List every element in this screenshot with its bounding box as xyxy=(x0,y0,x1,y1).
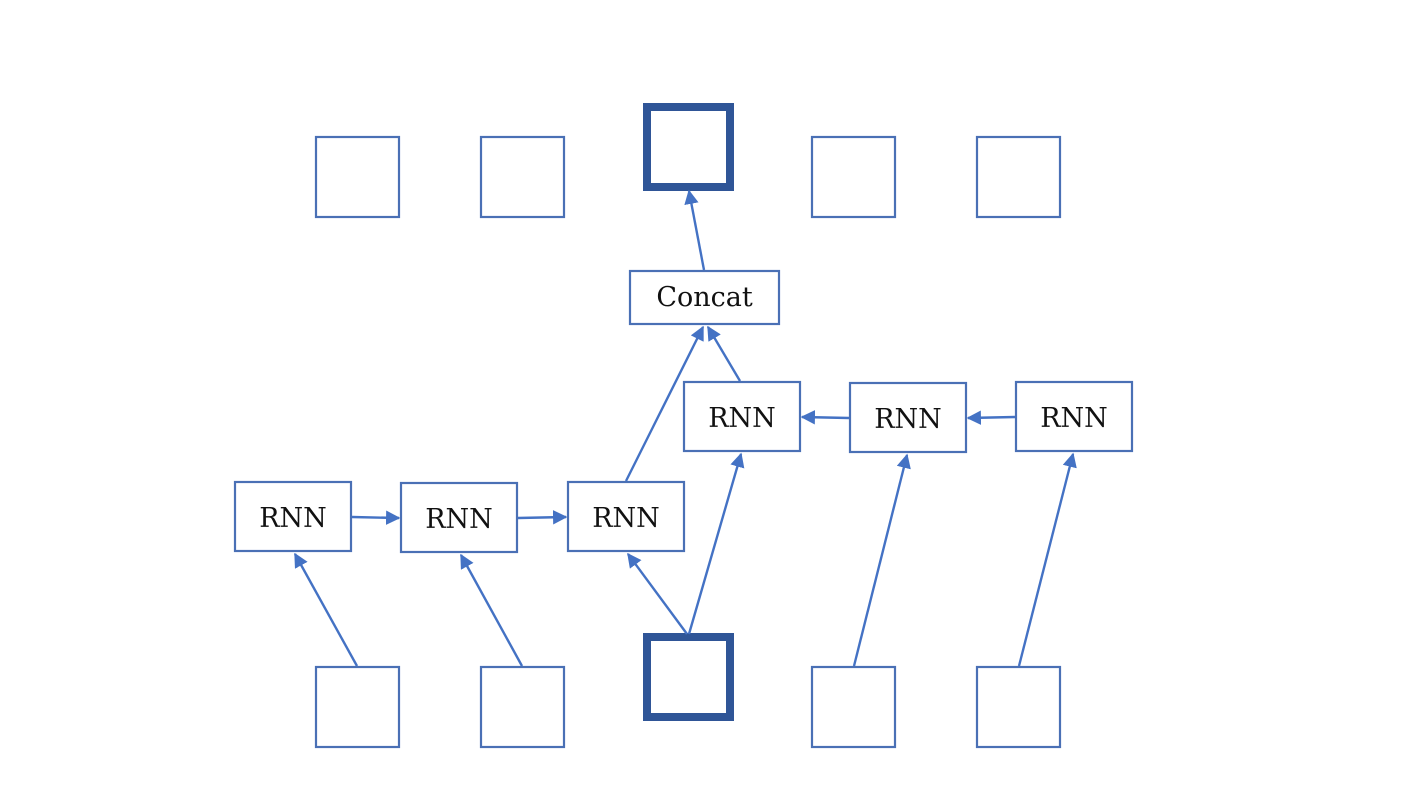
arrow-backward-3-to-2 xyxy=(966,410,1016,425)
backward-rnn-box-2 xyxy=(848,381,968,454)
forward-rnn-box-3 xyxy=(566,480,686,553)
output-box-2 xyxy=(479,135,566,219)
input-box-1 xyxy=(314,665,401,749)
forward-rnn-box-1 xyxy=(233,480,353,553)
arrow-input-1-to-forward-1 xyxy=(293,552,359,667)
input-box-2 xyxy=(479,665,566,749)
concat-box xyxy=(628,269,781,326)
output-box-1 xyxy=(314,135,401,219)
arrow-input-focus-to-backward-1 xyxy=(687,452,745,635)
arrow-backward-2-to-1 xyxy=(800,410,850,425)
forward-rnn-row: RNN RNN RNN xyxy=(233,480,686,554)
arrow-input-5-to-backward-3 xyxy=(1017,452,1077,667)
edges xyxy=(293,189,1077,667)
forward-rnn-label-2: RNN xyxy=(425,504,493,535)
arrow-input-focus-to-forward-3 xyxy=(627,552,688,635)
input-box-4 xyxy=(810,665,897,749)
concat-label: Concat xyxy=(656,282,753,313)
backward-rnn-label-3: RNN xyxy=(1040,403,1108,434)
arrow-input-4-to-backward-2 xyxy=(852,453,911,667)
arrow-backward-1-to-concat xyxy=(706,325,742,382)
backward-rnn-label-1: RNN xyxy=(708,403,776,434)
input-row xyxy=(314,633,1062,749)
backward-rnn-row: RNN RNN RNN xyxy=(682,380,1134,454)
forward-rnn-box-2 xyxy=(399,481,519,554)
arrow-forward-3-to-concat xyxy=(624,325,705,482)
arrow-forward-2-to-3 xyxy=(517,510,568,525)
output-box-5 xyxy=(975,135,1062,219)
concat-node: Concat xyxy=(628,269,781,326)
output-box-4 xyxy=(810,135,897,219)
arrow-forward-1-to-2 xyxy=(351,510,401,525)
backward-rnn-label-2: RNN xyxy=(874,404,942,435)
arrow-input-2-to-forward-2 xyxy=(459,553,524,667)
input-box-focus xyxy=(643,633,734,721)
input-box-5 xyxy=(975,665,1062,749)
output-row xyxy=(314,103,1062,219)
output-box-focus xyxy=(643,103,734,191)
forward-rnn-label-3: RNN xyxy=(592,503,660,534)
forward-rnn-label-1: RNN xyxy=(259,503,327,534)
backward-rnn-box-1 xyxy=(682,380,802,453)
arrow-concat-to-output xyxy=(684,189,706,271)
backward-rnn-box-3 xyxy=(1014,380,1134,453)
